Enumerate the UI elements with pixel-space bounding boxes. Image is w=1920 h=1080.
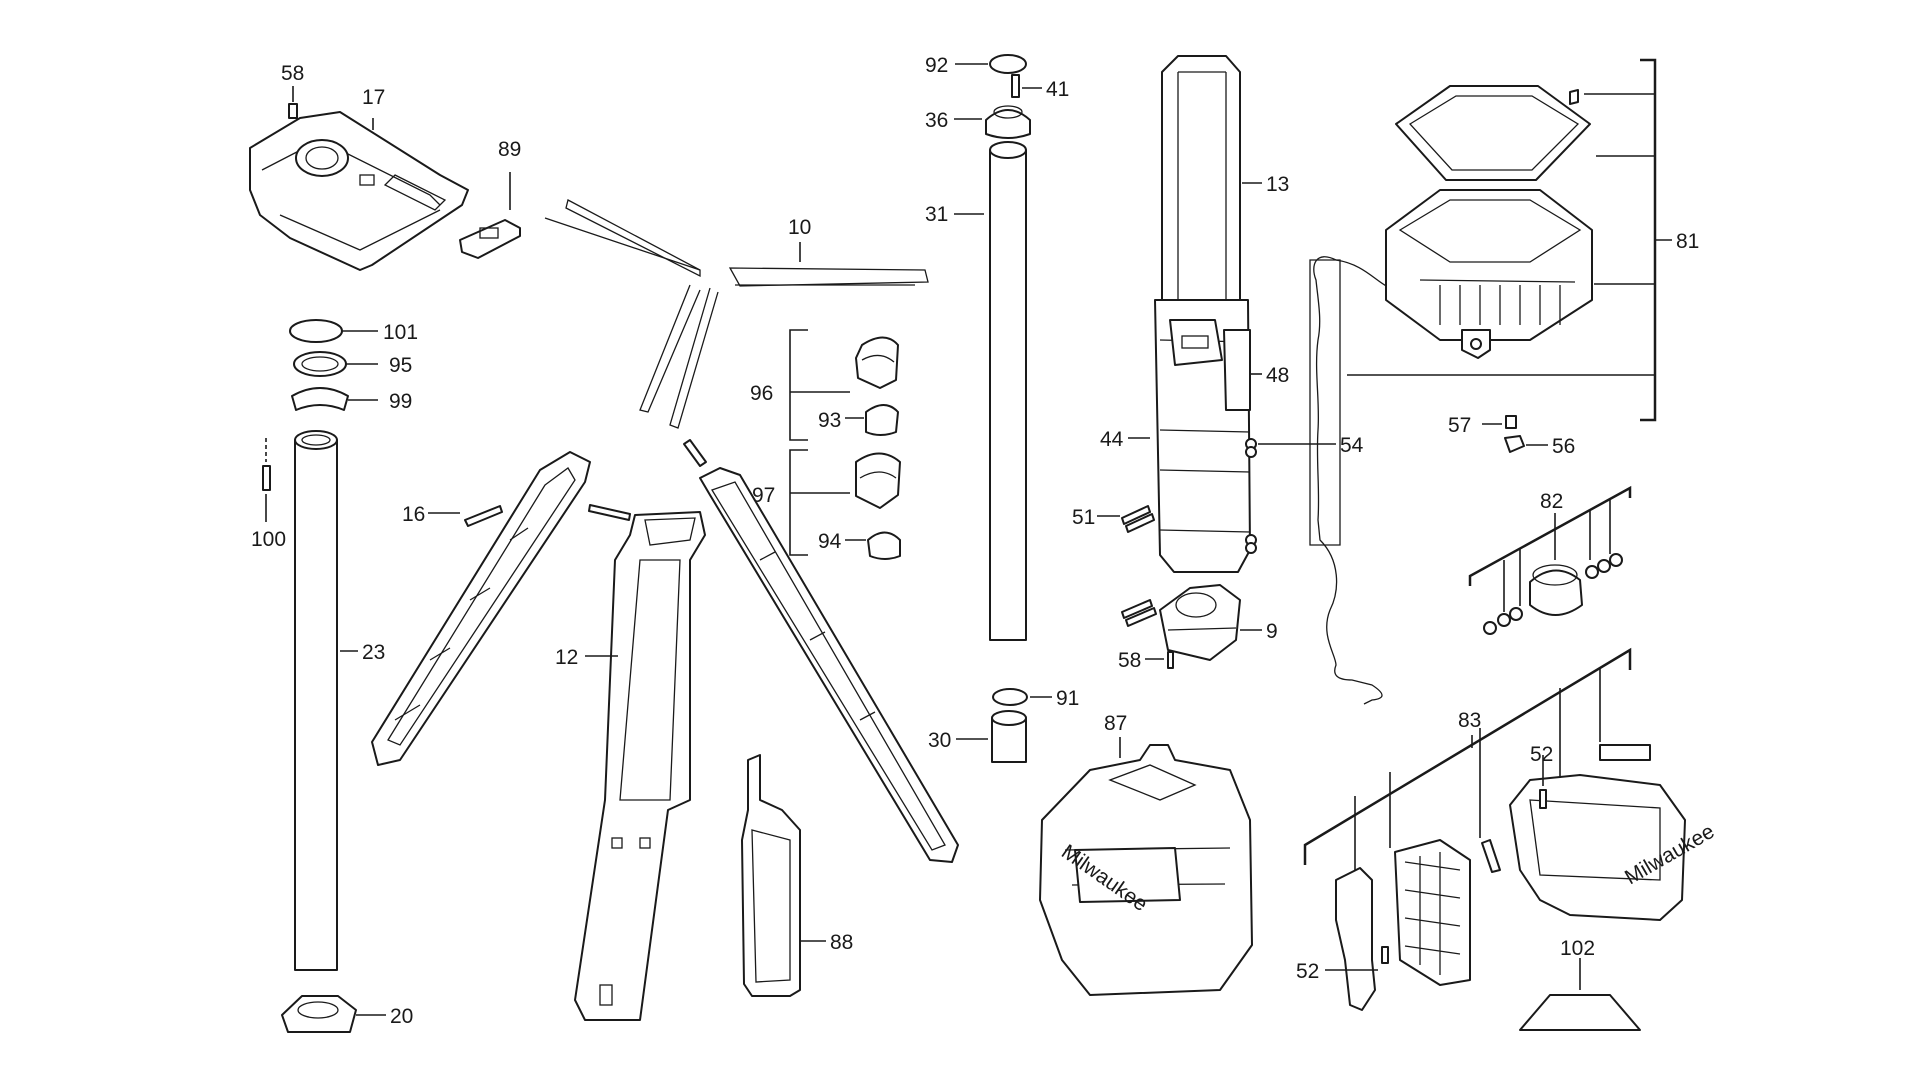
part-88-handle	[741, 754, 826, 997]
part-56-washer	[1504, 435, 1548, 453]
part-101-ring	[289, 319, 343, 343]
part-13-upper-mast	[1161, 55, 1262, 301]
callout-58-top: 58	[281, 62, 304, 85]
part-100-screw	[262, 438, 271, 522]
part-pin-center	[588, 504, 631, 521]
callout-52-lower: 52	[1296, 960, 1319, 983]
part-20-foot	[281, 995, 386, 1033]
callout-93: 93	[818, 409, 841, 432]
part-left-leg	[371, 451, 591, 766]
part-51-pins	[1097, 505, 1155, 533]
callout-58-lower: 58	[1118, 649, 1141, 672]
part-31-shaft	[954, 141, 1027, 641]
part-44-lower-mast	[1128, 299, 1262, 573]
part-12-center-leg	[574, 511, 706, 1021]
brackets-96-97	[789, 329, 866, 556]
part-10-wire-brace	[544, 199, 929, 429]
part-97-clamp	[855, 452, 901, 509]
callout-23: 23	[362, 641, 385, 664]
part-17-top-housing	[249, 111, 469, 271]
part-58-screw-lower	[1145, 651, 1174, 669]
bracket-81	[1347, 58, 1672, 422]
callout-92: 92	[925, 54, 948, 77]
callout-10: 10	[788, 216, 811, 239]
part-41-screw	[1011, 74, 1042, 98]
part-57-screw	[1482, 415, 1517, 429]
callout-48: 48	[1266, 364, 1289, 387]
part-87-housing	[1039, 737, 1253, 996]
part-81-lamp-head	[1385, 85, 1593, 359]
part-83-door-assembly	[1303, 647, 1686, 1011]
callout-41: 41	[1046, 78, 1069, 101]
callout-16: 16	[402, 503, 425, 526]
callout-13: 13	[1266, 173, 1289, 196]
part-58-screw-top	[288, 86, 298, 119]
part-36-cap	[954, 105, 1031, 139]
part-89-clip	[459, 172, 521, 259]
part-93-clip	[865, 404, 899, 436]
callout-83: 83	[1458, 709, 1481, 732]
callout-44: 44	[1100, 428, 1124, 451]
part-92-washer	[955, 54, 1027, 74]
part-pin-right	[683, 439, 707, 467]
callout-51: 51	[1072, 506, 1095, 529]
callout-56: 56	[1552, 435, 1575, 458]
callout-99: 99	[389, 390, 412, 413]
callout-97: 97	[752, 484, 775, 507]
callout-36: 36	[925, 109, 948, 132]
callout-88: 88	[830, 931, 853, 954]
part-9-adapter	[1159, 584, 1262, 661]
part-95-ring	[293, 351, 347, 377]
callout-91: 91	[1056, 687, 1079, 710]
part-82-hinge	[1468, 485, 1632, 635]
part-pins-lower	[1121, 599, 1157, 627]
callout-54: 54	[1340, 434, 1364, 457]
part-right-leg	[699, 467, 959, 863]
callout-31: 31	[925, 203, 948, 226]
part-16-pin	[428, 505, 503, 527]
part-54-fastener	[1245, 438, 1336, 554]
part-54-coiled-cable	[1309, 256, 1421, 705]
callout-95: 95	[389, 354, 412, 377]
callout-20: 20	[390, 1005, 413, 1028]
part-91-oring	[992, 688, 1052, 706]
part-94-ring	[867, 531, 901, 560]
part-99-collar	[291, 387, 349, 411]
callout-100: 100	[251, 528, 286, 551]
callout-102: 102	[1560, 937, 1595, 960]
callout-82: 82	[1540, 490, 1563, 513]
callout-101: 101	[383, 321, 418, 344]
callout-57: 57	[1448, 414, 1471, 437]
part-96-clamp	[855, 336, 899, 389]
part-102-label	[1519, 958, 1641, 1031]
callout-17: 17	[362, 86, 385, 109]
callout-89: 89	[498, 138, 521, 161]
callout-87: 87	[1104, 712, 1127, 735]
part-30-sleeve	[956, 710, 1027, 763]
callout-12: 12	[555, 646, 578, 669]
part-23-tube	[294, 430, 358, 971]
callout-9: 9	[1266, 620, 1278, 643]
callout-81: 81	[1676, 230, 1699, 253]
callout-94: 94	[818, 530, 842, 553]
callout-30: 30	[928, 729, 951, 752]
callout-96: 96	[750, 382, 773, 405]
callout-52-upper: 52	[1530, 743, 1553, 766]
